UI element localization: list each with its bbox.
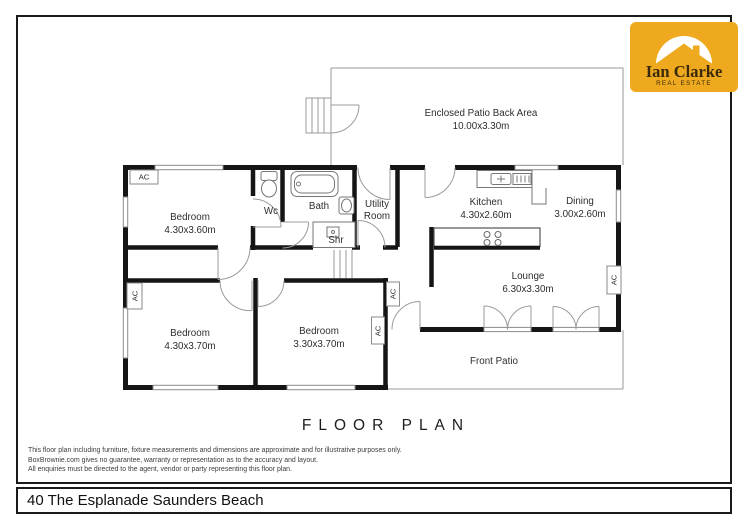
room-label-bedroom-1: Bedroom: [170, 211, 210, 223]
ac-unit-boxes: [126, 169, 622, 345]
address-bar: 40 The Esplanade Saunders Beach: [16, 487, 732, 514]
room-label-dining: Dining: [566, 195, 594, 207]
room-dims-bedroom-1: 4.30x3.60m: [164, 224, 216, 236]
room-label-bedroom-2: Bedroom: [170, 327, 210, 339]
room-label-utility: Utility Room: [363, 198, 391, 222]
french-doors-2: [552, 306, 600, 330]
disclaimer-line: This floor plan including furniture, fix…: [28, 447, 402, 454]
property-address: 40 The Esplanade Saunders Beach: [27, 492, 264, 509]
room-label-front-patio: Front Patio: [470, 355, 518, 367]
cooktop-icon: [483, 231, 502, 246]
room-dims-dining: 3.00x2.60m: [554, 208, 606, 220]
enclosed-patio-outline: [305, 67, 624, 390]
door-swings: [217, 104, 600, 330]
room-dims-kitchen: 4.30x2.60m: [460, 209, 512, 221]
room-dims-lounge: 6.30x3.30m: [502, 283, 554, 295]
agency-tagline: REAL ESTATE: [656, 80, 712, 87]
ac-label: AC: [388, 288, 398, 300]
room-dims-bedroom-2: 4.30x3.70m: [164, 340, 216, 352]
room-label-bath: Bath: [308, 200, 330, 212]
toilet-icon: [260, 171, 278, 181]
room-dims-bedroom-3: 3.30x3.70m: [293, 338, 345, 350]
room-label-bedroom-3: Bedroom: [299, 325, 339, 337]
room-dims-enclosed-patio: 10.00x3.30m: [452, 120, 510, 132]
ac-label: AC: [138, 172, 150, 182]
agency-logo: Ian Clarke REAL ESTATE: [630, 22, 738, 92]
fixtures: [260, 170, 547, 250]
french-doors-1: [483, 305, 532, 330]
logo-house-icon: [654, 36, 714, 65]
counter-return: [531, 188, 547, 205]
disclaimer-line: BoxBrownie.com gives no guarantee, warra…: [28, 456, 318, 464]
room-label-wc: Wc: [263, 205, 279, 217]
room-label-shower: Shr: [328, 234, 344, 246]
room-label-lounge: Lounge: [511, 270, 545, 282]
disclaimer-text: This floor plan including furniture, fix…: [28, 446, 402, 475]
sink-drainer: [512, 173, 532, 185]
front-patio-outline: [388, 330, 624, 390]
ac-label: AC: [609, 274, 619, 286]
toilet-bowl-icon: [261, 179, 277, 198]
agency-name: Ian Clarke: [645, 62, 723, 81]
room-label-kitchen: Kitchen: [469, 196, 503, 208]
disclaimer-line: All enquiries must be directed to the ag…: [28, 466, 292, 474]
ac-label: AC: [373, 325, 383, 336]
ac-label: AC: [130, 290, 139, 302]
floorplan-title: FLOOR PLAN: [301, 417, 471, 434]
hall-steps: [333, 250, 353, 278]
room-label-enclosed-patio: Enclosed Patio Back Area: [424, 107, 538, 119]
